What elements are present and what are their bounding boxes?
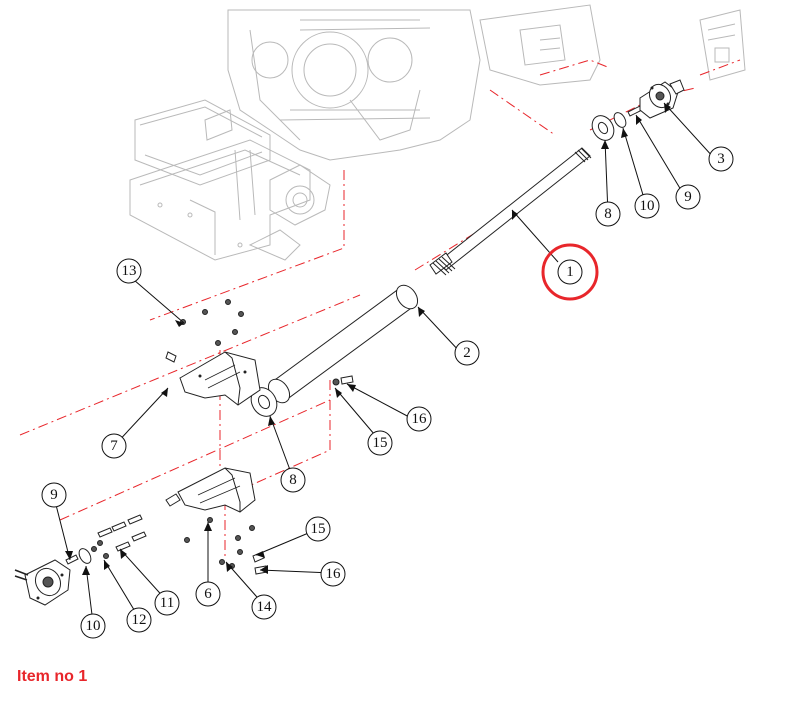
callout-7[interactable]: 7 (101, 433, 127, 459)
callout-8-upper[interactable]: 8 (595, 201, 621, 227)
callout-1[interactable]: 1 (557, 259, 583, 285)
item-caption: Item no 1 (17, 668, 88, 685)
seal-part-10-lower (78, 548, 92, 564)
shaft-part-1 (429, 147, 592, 276)
callout-label: 16 (326, 566, 342, 582)
callout-13[interactable]: 13 (116, 258, 142, 284)
callout-15-middle[interactable]: 15 (367, 430, 393, 456)
callout-label: 16 (412, 411, 428, 427)
callout-11[interactable]: 11 (154, 590, 180, 616)
callout-label: 11 (160, 595, 174, 611)
callout-label: 10 (86, 618, 101, 634)
callout-label: 15 (311, 521, 326, 537)
lower-joint-assembly (14, 559, 71, 606)
callout-label: 2 (463, 345, 471, 361)
callout-label: 3 (717, 151, 725, 167)
callout-label: 13 (122, 263, 137, 279)
callout-10-upper[interactable]: 10 (634, 193, 660, 219)
washer-part-8-upper (591, 115, 615, 141)
callout-16-middle[interactable]: 16 (406, 406, 432, 432)
callout-14[interactable]: 14 (251, 594, 277, 620)
callout-15-lower[interactable]: 15 (305, 516, 331, 542)
callout-9-lower[interactable]: 9 (41, 482, 67, 508)
callout-16-lower[interactable]: 16 (320, 561, 346, 587)
callout-label: 7 (110, 438, 118, 454)
callout-8-lower[interactable]: 8 (280, 467, 306, 493)
washer-part-8-lower (250, 387, 278, 417)
callout-label: 1 (566, 264, 574, 280)
callout-label: 8 (289, 472, 297, 488)
callout-label: 14 (257, 599, 273, 615)
highlight-ring (541, 243, 599, 301)
callout-6[interactable]: 6 (195, 581, 221, 607)
cover-part-7 (179, 351, 261, 406)
callout-label: 9 (50, 487, 58, 503)
callout-label: 6 (204, 586, 212, 602)
pin-part-9-lower (65, 554, 79, 565)
callout-2[interactable]: 2 (454, 340, 480, 366)
callout-12[interactable]: 12 (126, 607, 152, 633)
callout-label: 8 (604, 206, 612, 222)
cover-part-6 (177, 467, 256, 513)
callout-label: 12 (132, 612, 147, 628)
callout-3[interactable]: 3 (708, 146, 734, 172)
callout-9-upper[interactable]: 9 (675, 184, 701, 210)
callout-label: 10 (640, 198, 655, 214)
coupling-part-3 (639, 79, 685, 119)
callout-label: 15 (373, 435, 388, 451)
engine-chassis-ghost (129, 4, 746, 261)
tube-part-2 (267, 284, 419, 404)
seal-part-10-upper (613, 112, 627, 128)
callout-label: 9 (684, 189, 692, 205)
callout-10-lower[interactable]: 10 (80, 613, 106, 639)
